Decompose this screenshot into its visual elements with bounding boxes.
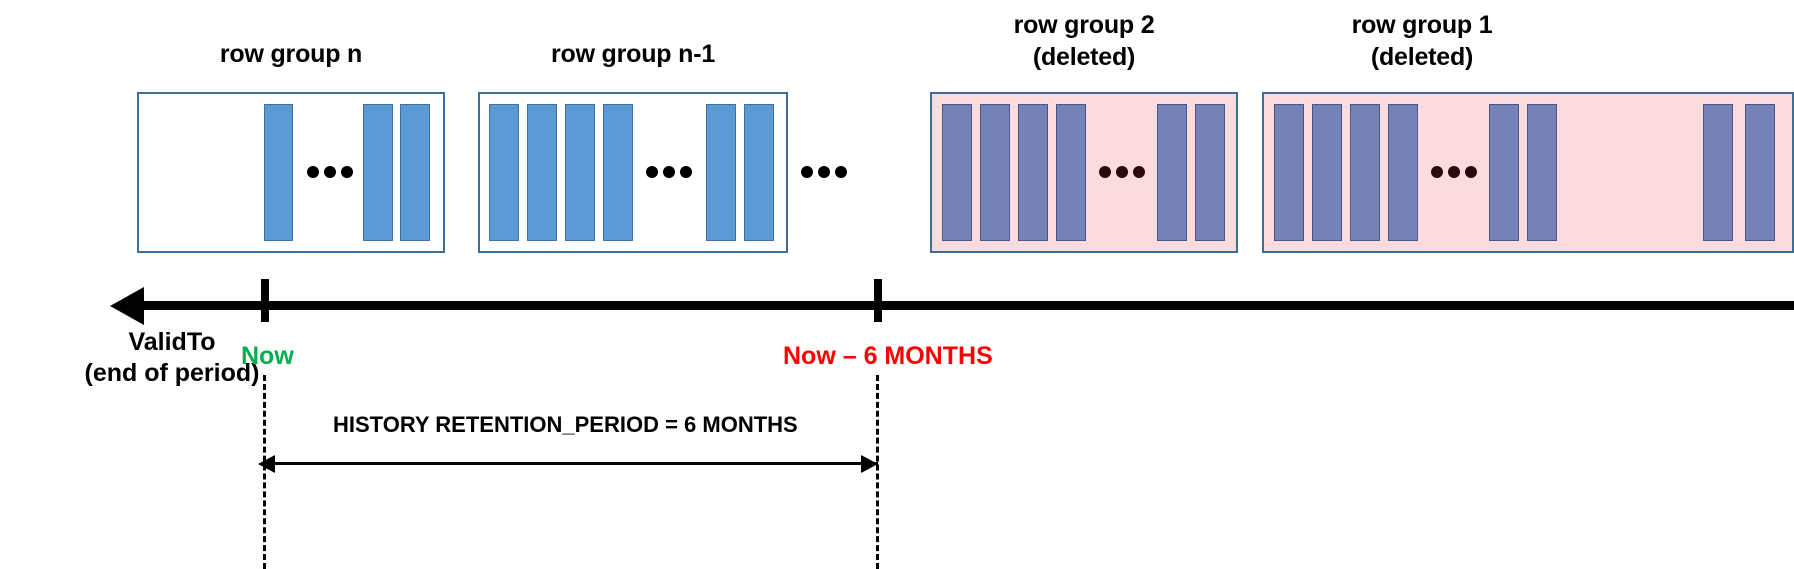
row-group-1-bar [1350, 104, 1380, 241]
row-group-n-minus-1-bar [527, 104, 557, 241]
row-group-n-bar [363, 104, 393, 241]
row-group-2-bar [942, 104, 972, 241]
retention-measure-line [274, 462, 878, 465]
timeline-tick-cutoff [874, 279, 882, 322]
row-group-n-minus-1-title: row group n-1 [550, 40, 716, 68]
row-group-n-minus-1-box [478, 92, 788, 253]
between-groups-ellipsis-icon [801, 166, 847, 178]
row-group-n-bar [400, 104, 430, 241]
row-group-2-bar [1157, 104, 1187, 241]
row-group-n-minus-1-bar [565, 104, 595, 241]
row-group-2-title: row group 2 (deleted) [1013, 11, 1155, 71]
row-group-n-title: row group n [219, 40, 363, 68]
retention-arrowhead-left-icon [258, 455, 275, 473]
row-group-n-minus-1-bar [489, 104, 519, 241]
cutoff-label: Now – 6 MONTHS [783, 342, 993, 370]
validto-axis-label: ValidTo (end of period) [84, 328, 260, 387]
row-group-2-ellipsis-icon [1099, 166, 1145, 178]
row-group-1-ellipsis-icon [1431, 166, 1477, 178]
row-group-n-minus-1-bar [603, 104, 633, 241]
now-label: Now [241, 342, 294, 370]
row-group-1-bar [1745, 104, 1775, 241]
row-group-2-bar [1056, 104, 1086, 241]
row-group-1-bar [1703, 104, 1733, 241]
row-group-n-bar [264, 104, 293, 241]
row-group-1-title: row group 1 (deleted) [1351, 11, 1493, 71]
timeline-arrowhead-icon [110, 287, 144, 325]
row-group-n-minus-1-bar [744, 104, 774, 241]
timeline-tick-now [261, 279, 269, 322]
row-group-n-minus-1-ellipsis-icon [646, 166, 692, 178]
retention-arrowhead-right-icon [861, 455, 878, 473]
row-group-n-minus-1-bar [706, 104, 736, 241]
row-group-1-bar [1388, 104, 1418, 241]
row-group-1-bar [1274, 104, 1304, 241]
retention-period-label: HISTORY RETENTION_PERIOD = 6 MONTHS [333, 412, 798, 437]
timeline-axis [143, 301, 1794, 310]
row-group-1-bar [1527, 104, 1557, 241]
row-group-2-bar [980, 104, 1010, 241]
row-group-1-bar [1489, 104, 1519, 241]
row-group-2-bar [1195, 104, 1225, 241]
row-group-2-bar [1018, 104, 1048, 241]
row-group-1-bar [1312, 104, 1342, 241]
row-group-n-ellipsis-icon [307, 166, 353, 178]
